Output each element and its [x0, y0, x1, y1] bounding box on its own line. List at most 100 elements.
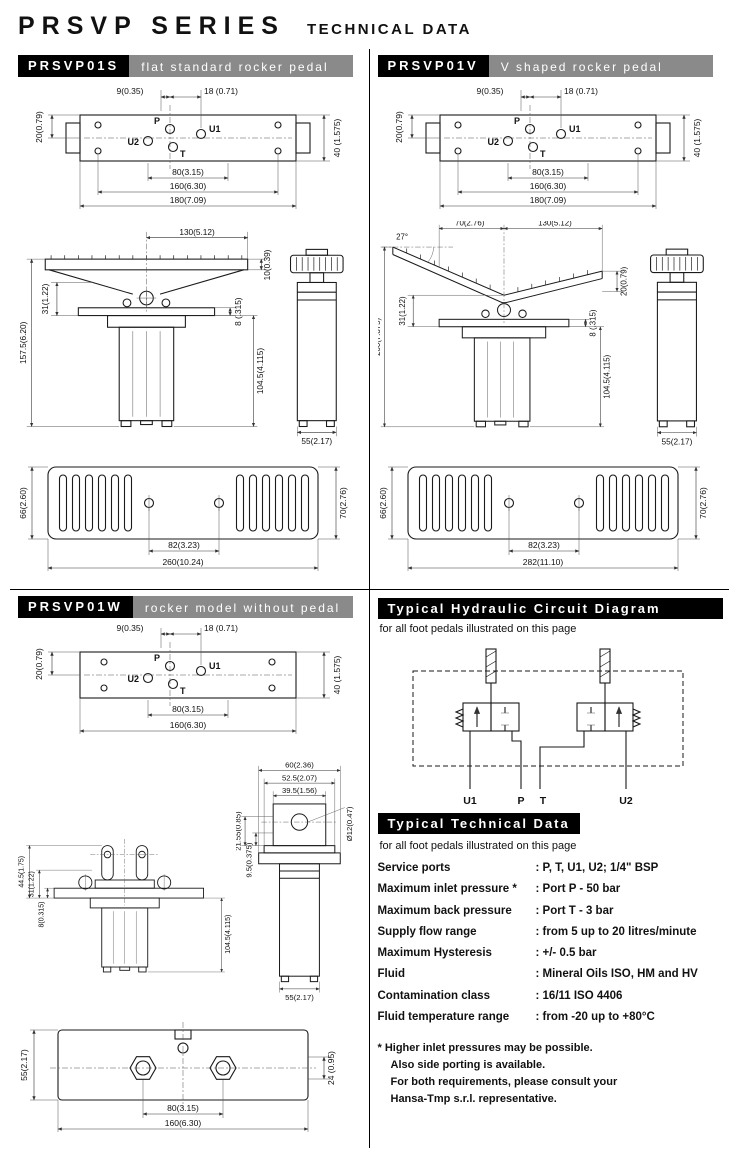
port-label-t: T — [540, 149, 546, 159]
tech-row-label: Fluid — [377, 968, 405, 981]
tech-row-label: Maximum inlet pressure * — [377, 883, 517, 896]
dim-label: 157.5(6.20) — [19, 321, 28, 364]
page-subtitle: TECHNICAL DATA — [306, 21, 472, 38]
circuit-title-bar: Typical Hydraulic Circuit Diagram — [377, 598, 723, 619]
section-header-prs vp01w: PRSVP01W rocker model without pedal — [18, 596, 353, 618]
hydraulic-circuit-diagram: U1 P T U2 — [412, 648, 683, 807]
model-code: PRSVP01S — [18, 55, 130, 77]
dim-label: 80(3.15) — [167, 1103, 199, 1113]
dim-label: 31(1.22) — [41, 283, 50, 314]
tech-row-value: : from 5 up to 20 litres/minute — [535, 925, 697, 938]
dimensions: 44.5(1.75) 31(1.22) 8(0.315) 104.5(4.115… — [19, 845, 232, 973]
port-label-u2: U2 — [127, 674, 139, 684]
port-label-p: P — [513, 116, 519, 126]
part-outline — [47, 466, 319, 540]
prsvp01s-side-view-drawing: 130(5.12) 10(0.39) 8 (.315) 31(1.22) 157… — [19, 228, 272, 428]
dim-label: 55(2.17) — [662, 436, 693, 446]
dim-label: 8 (.315) — [234, 297, 243, 326]
section-header-prsvp01s: PRSVP01S flat standard rocker pedal — [18, 55, 353, 77]
footnote-line: Hansa-Tmp s.r.l. representative. — [390, 1093, 557, 1106]
prsvp01s-bottom-view-drawing: 66(2.60) 70(2.76) 82(3.23) 260(10.24) — [18, 466, 348, 571]
dim-label: 260(10.24) — [162, 557, 203, 567]
model-description: rocker model without pedal — [132, 596, 353, 618]
dim-label: 20(0.79) — [34, 111, 44, 143]
model-code: PRSVP01V — [377, 55, 489, 77]
tech-row-value: : Port P - 50 bar — [535, 883, 621, 896]
part-outline — [289, 248, 344, 428]
tech-row: Supply flow range : from 5 up to 20 litre… — [378, 922, 724, 943]
tech-row: Fluid temperature range: from -20 up to … — [378, 1007, 724, 1028]
model-description: flat standard rocker pedal — [129, 55, 353, 77]
dim-label: 80(3.15) — [532, 167, 564, 177]
dim-label: 18 (0.71) — [204, 86, 238, 96]
dimensions: 55(2.17) — [657, 426, 698, 446]
dim-label: 9.5(0.375) — [244, 842, 253, 877]
dim-label: 20(0.79) — [34, 648, 44, 680]
circuit-valves — [454, 702, 641, 732]
port-label-u1: U1 — [209, 124, 221, 134]
dim-label: 55(2.17) — [19, 1049, 29, 1081]
dim-label: 200(7.875) — [378, 318, 382, 356]
circuit-lines — [468, 731, 627, 789]
section-prsvp01w: PRSVP01W rocker model without pedal P U2… — [10, 590, 370, 1148]
port-labels: P U2 T U1 — [487, 116, 580, 159]
dim-label: 40 (1.575) — [692, 118, 702, 157]
prsvp01s-side-row: 130(5.12) 10(0.39) 8 (.315) 31(1.22) 157… — [18, 221, 363, 451]
tech-row-label: Supply flow range — [377, 925, 477, 938]
dimensions: 9(0.35) 18 (0.71) 20(0.79) 40 (1.575) 80… — [34, 86, 342, 209]
dimensions: 55(2.17) — [296, 426, 337, 446]
prsvp01v-bottom-view-drawing: 66(2.60) 70(2.76) 82(3.23) 282(11.10) — [378, 466, 708, 571]
dim-label: 70(2.76) — [338, 487, 348, 519]
tech-row-value: : +/- 0.5 bar — [535, 947, 597, 960]
dim-label: 60(2.36) — [285, 761, 314, 770]
dim-label: 130(5.12) — [538, 221, 572, 228]
port-label-u2: U2 — [487, 137, 499, 147]
dim-label: 24 (0.95) — [326, 1051, 336, 1085]
dim-label: 40 (1.575) — [332, 655, 342, 694]
tech-row-value: : from -20 up to +80°C — [535, 1010, 655, 1023]
technical-data-footnote: * Higher inlet pressures may be possible… — [378, 1040, 724, 1108]
technical-data-table: Service ports: P, T, U1, U2; 1/4" BSP Ma… — [378, 858, 724, 1028]
angle-label: 27° — [396, 233, 408, 242]
tech-row-value: : 16/11 ISO 4406 — [535, 989, 623, 1002]
tech-row: Fluid: Mineral Oils ISO, HM and HV — [378, 964, 724, 985]
dim-label: 160(6.30) — [165, 1118, 202, 1128]
dim-label: 31(1.22) — [29, 871, 36, 897]
page-header: PRSVP SERIES TECHNICAL DATA — [10, 6, 729, 49]
part-outline — [65, 105, 311, 169]
section-prsvp01s: PRSVP01S flat standard rocker pedal P — [10, 49, 370, 590]
port-label-p: P — [154, 653, 160, 663]
dim-label: 160(6.30) — [170, 720, 207, 730]
dim-label: 282(11.10) — [522, 557, 563, 567]
dim-label: 18 (0.71) — [563, 86, 597, 96]
dim-label: 9(0.35) — [117, 623, 144, 633]
circuit-title: Typical Hydraulic Circuit Diagram — [387, 601, 661, 616]
part-outline — [381, 224, 603, 428]
part-outline — [424, 105, 671, 169]
pedal-tread — [295, 257, 338, 271]
part-outline — [79, 642, 297, 706]
prsvp01w-side-row: 44.5(1.75) 31(1.22) 8(0.315) 104.5(4.115… — [18, 746, 363, 1016]
dim-label: 180(7.09) — [529, 195, 566, 205]
dim-label: 66(2.60) — [18, 487, 28, 519]
port-label-t: T — [180, 149, 186, 159]
port-label-u1: U1 — [209, 661, 221, 671]
tech-row-label: Maximum Hysteresis — [377, 947, 492, 960]
dim-label: 10(0.39) — [263, 249, 272, 280]
dim-label: 44.5(1.75) — [19, 856, 26, 888]
port-labels: P U2 T U1 — [127, 653, 220, 696]
part-outline — [44, 231, 249, 428]
dim-label: 70(2.76) — [698, 487, 708, 519]
circuit-boundary — [412, 670, 683, 767]
dim-label: 9(0.35) — [476, 86, 503, 96]
dimensions: 66(2.60) 70(2.76) 82(3.23) 282(11.10) — [378, 466, 708, 571]
content-grid: PRSVP01S flat standard rocker pedal P — [10, 49, 729, 1148]
dim-label: Ø12(0.47) — [345, 806, 354, 841]
dimensions: 55(2.17) 24 (0.95) 80(3.15) 160(6.30) — [19, 1029, 336, 1132]
dim-label: 21.55(0.85) — [236, 811, 243, 851]
footnote-line: For both requirements, please consult yo… — [390, 1076, 618, 1089]
circuit-note: for all foot pedals illustrated on this … — [379, 623, 577, 635]
dimensions: 27° 70(2.76) 130(5.12) 20(0.79) 31(1.22) — [378, 221, 628, 428]
dim-label: 55(2.17) — [301, 437, 332, 446]
